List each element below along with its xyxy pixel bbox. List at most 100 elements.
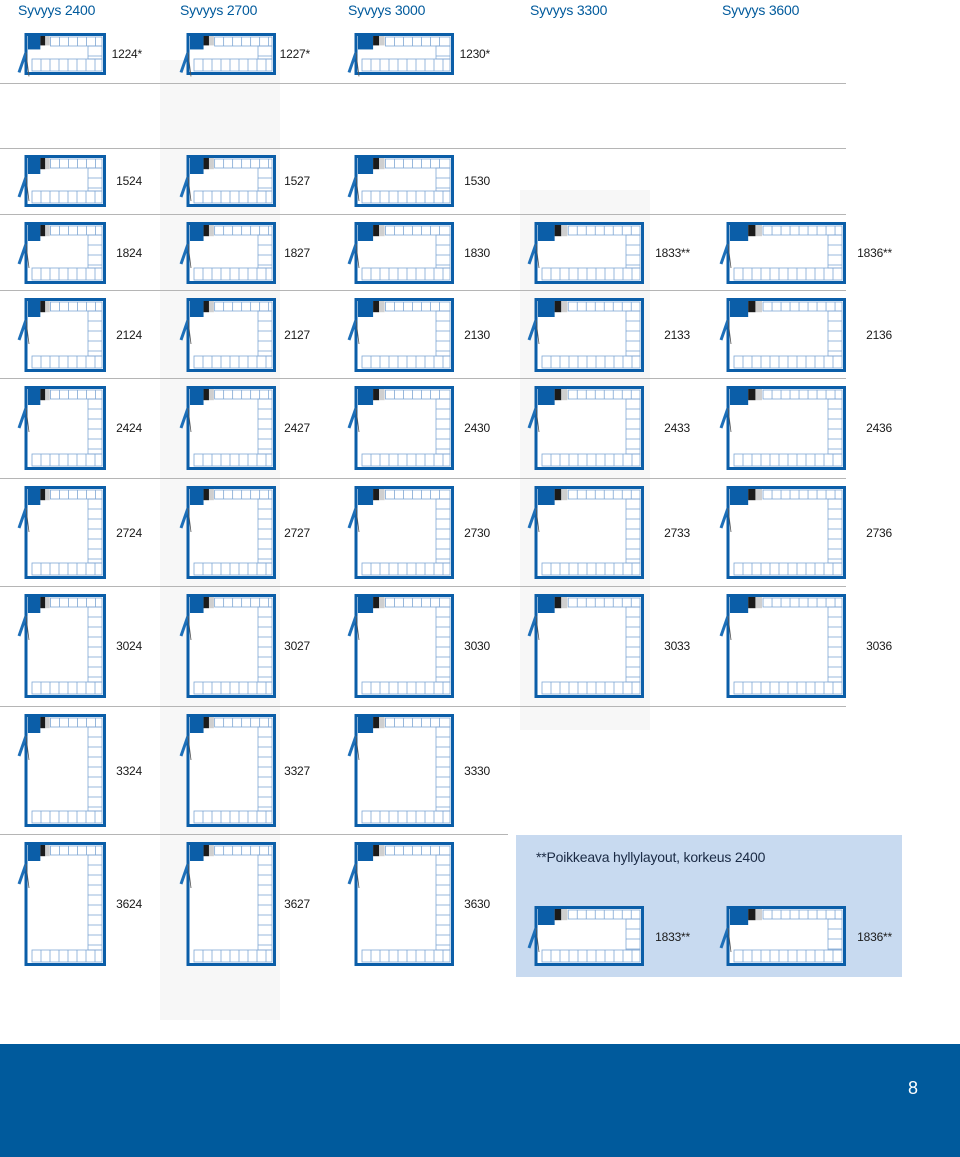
door-icon — [347, 176, 360, 202]
room-layout-diagram — [347, 594, 454, 698]
row-divider — [0, 214, 846, 215]
room-layout-diagram — [347, 298, 454, 372]
column-header: Syvyys 2400 — [18, 2, 96, 18]
door-icon — [527, 319, 540, 345]
room-layout-diagram — [179, 714, 276, 827]
door-icon — [719, 615, 732, 641]
room-size-label: 1530 — [464, 174, 490, 188]
door-icon — [179, 243, 192, 269]
room-size-label: 1824 — [116, 246, 142, 260]
door-icon — [17, 507, 30, 533]
room-layout-diagram — [17, 842, 106, 966]
room-size-label: 3036 — [866, 639, 892, 653]
room-layout-diagram — [527, 298, 644, 372]
door-icon — [347, 319, 360, 345]
room-size-label: 2133 — [664, 328, 690, 342]
door-icon — [17, 735, 30, 761]
room-size-label: 3027 — [284, 639, 310, 653]
room-size-label: 3627 — [284, 897, 310, 911]
room-layout-diagram — [17, 222, 106, 284]
row-divider — [0, 83, 846, 84]
door-icon — [17, 51, 30, 77]
door-icon — [719, 927, 732, 953]
room-size-label: 3324 — [116, 763, 142, 778]
room-layout-diagram — [179, 594, 276, 698]
room-size-label: 1830 — [464, 246, 490, 260]
room-size-label: 2733 — [664, 525, 690, 540]
room-layout-diagram — [527, 222, 644, 284]
room-layout-diagram — [347, 386, 454, 470]
room-layout-diagram — [179, 33, 276, 77]
room-layout-diagram — [347, 842, 454, 966]
door-icon — [347, 735, 360, 761]
room-size-label: 3030 — [464, 639, 490, 653]
room-size-label: 2124 — [116, 328, 142, 342]
column-header: Syvyys 3000 — [348, 2, 426, 18]
door-icon — [17, 407, 30, 433]
room-layout-diagram — [719, 906, 846, 966]
room-size-label: 3624 — [116, 897, 142, 911]
room-layout-diagram — [179, 842, 276, 966]
room-layout-diagram — [17, 298, 106, 372]
room-layout-diagram — [527, 386, 644, 470]
room-size-label: 2424 — [116, 421, 142, 435]
column-header: Syvyys 2700 — [180, 2, 258, 18]
room-size-label: 3330 — [464, 763, 490, 778]
room-size-label: 2430 — [464, 421, 490, 435]
room-size-label: 1827 — [284, 246, 310, 260]
door-icon — [527, 243, 540, 269]
room-size-label: 1833** — [655, 930, 690, 944]
room-layout-diagram — [719, 298, 846, 372]
column-header: Syvyys 3600 — [722, 2, 800, 18]
room-layout-diagram — [347, 714, 454, 827]
room-size-label: 1836** — [857, 246, 892, 260]
row-divider — [0, 378, 846, 379]
door-icon — [347, 407, 360, 433]
door-icon — [179, 735, 192, 761]
room-layout-diagram — [347, 155, 454, 207]
door-icon — [17, 243, 30, 269]
room-size-label: 1527 — [284, 174, 310, 188]
door-icon — [719, 407, 732, 433]
room-size-label: 2736 — [866, 525, 892, 540]
room-size-label: 3024 — [116, 639, 142, 653]
door-icon — [179, 51, 192, 77]
room-size-label: 2427 — [284, 421, 310, 435]
room-size-label: 1224* — [111, 47, 143, 61]
door-icon — [179, 319, 192, 345]
door-icon — [719, 507, 732, 533]
room-layout-diagram — [17, 386, 106, 470]
door-icon — [179, 615, 192, 641]
room-size-label: 3327 — [284, 763, 310, 778]
door-icon — [179, 176, 192, 202]
door-icon — [347, 863, 360, 889]
room-layout-diagram — [179, 222, 276, 284]
door-icon — [527, 407, 540, 433]
room-size-label: 1836** — [857, 930, 892, 944]
room-size-label: 1227* — [279, 47, 311, 61]
room-size-label: 2727 — [284, 525, 310, 540]
room-layout-diagram — [719, 594, 846, 698]
room-size-label: 1833** — [655, 246, 690, 260]
room-size-label: 2136 — [866, 328, 892, 342]
door-icon — [347, 615, 360, 641]
row-divider — [0, 148, 846, 149]
door-icon — [347, 51, 360, 77]
room-layout-diagram — [17, 594, 106, 698]
room-size-label: 2724 — [116, 525, 142, 540]
room-size-label: 2130 — [464, 328, 490, 342]
footer-band: 8 — [0, 1044, 960, 1157]
room-layout-diagram — [17, 155, 106, 207]
door-icon — [527, 615, 540, 641]
door-icon — [179, 507, 192, 533]
room-layout-diagram — [179, 486, 276, 579]
room-size-label: 3630 — [464, 897, 490, 911]
room-layout-diagram — [17, 714, 106, 827]
room-size-label: 2127 — [284, 328, 310, 342]
note-title: **Poikkeava hyllylayout, korkeus 2400 — [536, 849, 766, 865]
room-layout-diagram — [719, 222, 846, 284]
row-divider — [0, 586, 846, 587]
door-icon — [719, 319, 732, 345]
room-layout-diagram — [179, 155, 276, 207]
room-size-label: 2433 — [664, 421, 690, 435]
